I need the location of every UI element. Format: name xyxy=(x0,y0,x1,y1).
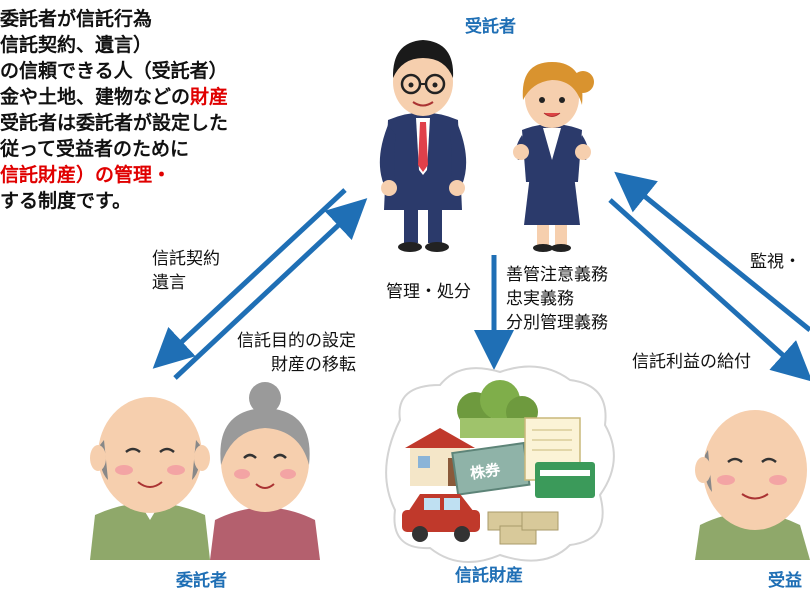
trustee-woman-illustration xyxy=(513,62,594,252)
trustee-man-illustration xyxy=(379,40,467,252)
intro-highlight-property: 財産 xyxy=(190,86,229,108)
beneficiary-illustration xyxy=(695,410,810,560)
trust-property-label: 信託財産 xyxy=(455,566,523,586)
stock-certificate-icon: 株券 xyxy=(451,441,531,496)
bankbook-icon xyxy=(535,462,595,498)
car-icon xyxy=(402,494,480,542)
duty-of-care-text: 善管注意義務 xyxy=(506,265,608,285)
beneficiary-label: 受益 xyxy=(768,571,802,591)
will-text: 遺言 xyxy=(152,273,186,293)
intro-line-8: する制度です。 xyxy=(0,190,132,212)
property-transfer-text: 財産の移転 xyxy=(271,355,356,375)
trust-contract-text: 信託契約 xyxy=(152,249,220,269)
arrow-settlor-to-trustee xyxy=(173,198,368,380)
intro-line-4: 金や土地、建物などの財産 xyxy=(0,84,228,110)
intro-line-5: 受託者は委託者が設定した xyxy=(0,112,229,134)
intro-line-2: 信託契約、遺言） xyxy=(0,34,153,56)
trustee-label: 受託者 xyxy=(465,17,516,37)
benefit-label: 信託利益の給付 xyxy=(632,352,751,372)
intro-line-7: 信託財産）の管理・ xyxy=(0,164,172,186)
arrow-trustee-to-beneficiary xyxy=(608,198,810,382)
arrow-beneficiary-to-trustee xyxy=(614,171,810,332)
arrow-label-trust-purpose: 信託目的の設定 財産の移転 xyxy=(237,329,356,377)
trust-property-illustration: 株券 xyxy=(385,365,615,564)
segregation-duty-text: 分別管理義務 xyxy=(506,313,608,333)
monitoring-label: 監視・ xyxy=(750,252,801,272)
arrow-label-trust-contract: 信託契約 遺言 xyxy=(152,247,220,295)
settlor-man-illustration xyxy=(90,397,210,560)
settlor-woman-illustration xyxy=(210,382,320,560)
money-bundle-icon xyxy=(487,511,559,545)
arrow-trustee-to-settlor xyxy=(152,188,347,369)
trust-purpose-text: 信託目的の設定 xyxy=(237,331,356,351)
intro-line-4-prefix: 金や土地、建物などの xyxy=(0,86,191,108)
duty-of-loyalty-text: 忠実義務 xyxy=(506,289,574,309)
intro-line-6: 従って受益者のために xyxy=(0,138,190,160)
settlor-label: 委託者 xyxy=(176,571,227,591)
stock-certificate-label: 株券 xyxy=(469,461,502,483)
intro-text: 委託者が信託行為 信託契約、遺言） の信頼できる人（受託者） 金や土地、建物など… xyxy=(0,6,228,214)
intro-line-1: 委託者が信託行為 xyxy=(0,8,153,30)
intro-line-3: の信頼できる人（受託者） xyxy=(0,60,228,82)
management-label: 管理・処分 xyxy=(386,282,471,302)
duties-label: 善管注意義務 忠実義務 分別管理義務 xyxy=(506,263,608,335)
